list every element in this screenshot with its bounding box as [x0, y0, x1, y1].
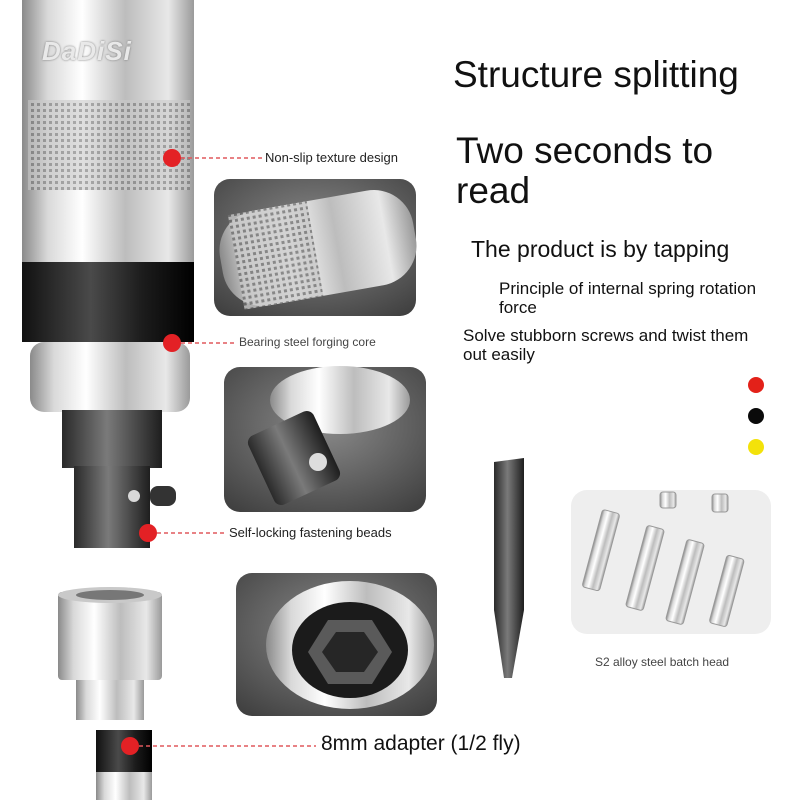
adapter-socket	[58, 587, 162, 800]
label-adapter: 8mm adapter (1/2 fly)	[321, 732, 521, 755]
red-swatch-icon	[748, 377, 764, 393]
photo-bit-set	[571, 490, 771, 634]
brand-logo: DaDiSi	[42, 36, 132, 66]
subhead: The product is by tapping	[471, 236, 730, 262]
label-bits: S2 alloy steel batch head	[595, 655, 730, 669]
marker-adapter	[121, 737, 139, 755]
photo-hex-closeup	[236, 573, 437, 716]
black-swatch-icon	[748, 408, 764, 424]
photo-drive-closeup	[224, 366, 426, 512]
label-texture: Non-slip texture design	[265, 150, 398, 165]
page-title: Structure splitting	[453, 54, 739, 95]
yellow-swatch-icon	[748, 439, 764, 455]
headline: Two seconds to read	[456, 130, 714, 211]
photo-knurl-closeup	[214, 179, 417, 316]
screwdriver-bit	[494, 458, 524, 678]
marker-beads	[139, 524, 157, 542]
label-bearing: Bearing steel forging core	[239, 335, 376, 349]
tool-handle	[22, 0, 194, 548]
label-beads: Self-locking fastening beads	[229, 525, 392, 540]
feature-line-spring: Principle of internal spring rotation fo…	[499, 279, 757, 317]
feature-line-screws: Solve stubborn screws and twist them out…	[463, 326, 749, 364]
marker-texture	[163, 149, 181, 167]
marker-bearing	[163, 334, 181, 352]
